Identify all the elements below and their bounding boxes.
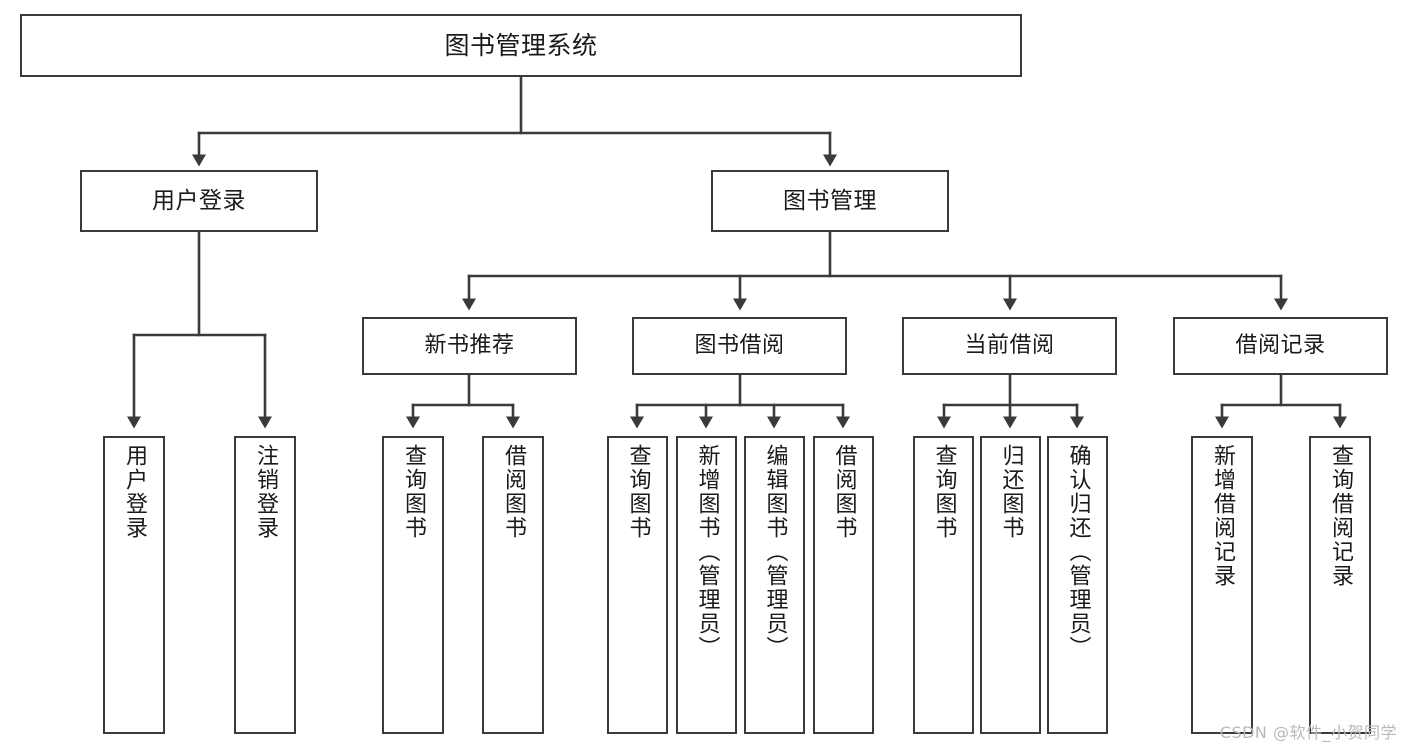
node-user-login[interactable]: 用户登录: [80, 170, 318, 232]
node-label: 新增借阅记录: [1210, 444, 1235, 588]
node-label: 注销登录: [253, 444, 278, 540]
node-label: 图书借阅: [694, 333, 785, 359]
node-label: 借阅图书: [831, 444, 857, 540]
leaf-current-borrow-query-book[interactable]: 查询图书: [913, 436, 974, 734]
node-label: 借阅图书: [501, 444, 526, 540]
leaf-user-login-login[interactable]: 用户登录: [103, 436, 165, 734]
node-root-book-management-system[interactable]: 图书管理系统: [20, 14, 1022, 77]
node-label: 查询图书: [931, 444, 957, 540]
node-current-borrow[interactable]: 当前借阅: [902, 317, 1117, 375]
node-label: 用户登录: [122, 444, 147, 540]
node-book-borrow[interactable]: 图书借阅: [632, 317, 847, 375]
node-book-management[interactable]: 图书管理: [711, 170, 949, 232]
node-label: 图书管理系统: [444, 31, 598, 60]
node-borrow-record[interactable]: 借阅记录: [1173, 317, 1388, 375]
leaf-borrow-record-query-record[interactable]: 查询借阅记录: [1309, 436, 1371, 734]
node-label: 归还图书: [998, 444, 1024, 540]
leaf-book-borrow-add-book-admin[interactable]: 新增图书（管理员）: [676, 436, 737, 734]
leaf-new-book-query-book[interactable]: 查询图书: [382, 436, 444, 734]
node-label: 借阅记录: [1235, 333, 1326, 359]
node-label: 用户登录: [152, 187, 246, 214]
leaf-user-login-logout[interactable]: 注销登录: [234, 436, 296, 734]
leaf-book-borrow-borrow-book[interactable]: 借阅图书: [813, 436, 874, 734]
node-label: 查询图书: [625, 444, 651, 540]
leaf-current-borrow-return-book[interactable]: 归还图书: [980, 436, 1041, 734]
leaf-borrow-record-add-record[interactable]: 新增借阅记录: [1191, 436, 1253, 734]
csdn-watermark: CSDN @软件_小贺同学: [1219, 723, 1397, 742]
node-label: 图书管理: [783, 187, 877, 214]
node-label: 确认归还（管理员）: [1065, 444, 1091, 660]
node-label: 新增图书（管理员）: [694, 444, 720, 660]
leaf-current-borrow-confirm-return-admin[interactable]: 确认归还（管理员）: [1047, 436, 1108, 734]
node-label: 编辑图书（管理员）: [762, 444, 788, 660]
node-label: 当前借阅: [964, 333, 1055, 359]
leaf-book-borrow-edit-book-admin[interactable]: 编辑图书（管理员）: [744, 436, 805, 734]
node-label: 查询图书: [401, 444, 426, 540]
node-label: 查询借阅记录: [1328, 444, 1353, 588]
node-label: 新书推荐: [424, 333, 515, 359]
leaf-new-book-borrow-book[interactable]: 借阅图书: [482, 436, 544, 734]
node-new-book-recommend[interactable]: 新书推荐: [362, 317, 577, 375]
leaf-book-borrow-query-book[interactable]: 查询图书: [607, 436, 668, 734]
